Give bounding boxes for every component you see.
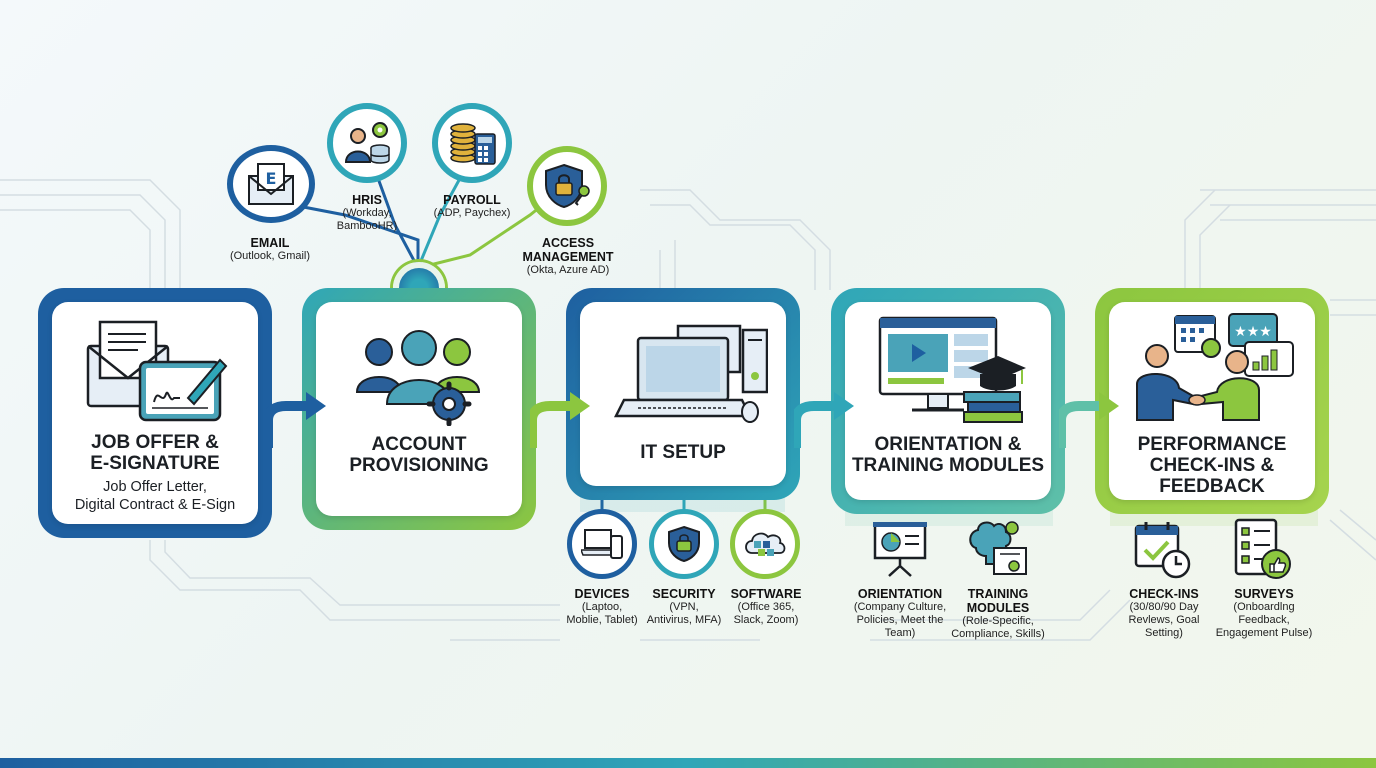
email-badge-letter: E bbox=[266, 169, 277, 188]
flow-arrow-3 bbox=[794, 392, 854, 448]
shield-lock-icon bbox=[668, 525, 700, 563]
devices-icon bbox=[581, 529, 623, 559]
security-bubble bbox=[649, 509, 719, 579]
payroll-bubble bbox=[432, 103, 512, 183]
training-modules-label: TRAINING MODULES(Role-Specific, Complian… bbox=[951, 587, 1045, 640]
envelope-icon: E bbox=[248, 163, 294, 205]
cloud-apps-icon bbox=[745, 532, 786, 556]
it-label-software: SOFTWARE(Office 365, Slack, Zoom) bbox=[730, 587, 802, 626]
coins-calculator-icon bbox=[450, 123, 496, 165]
monitor-video-graduation-icon bbox=[878, 316, 1026, 423]
check-ins-label: CHECK-INS(30/80/90 Day Revlews, Goal Set… bbox=[1128, 587, 1200, 639]
provisioning-label-access: ACCESS MANAGEMENT(Okta, Azure AD) bbox=[522, 236, 614, 276]
provisioning-label-hris: HRIS(Workday, BambooHR) bbox=[336, 193, 398, 232]
shield-lock-key-icon bbox=[545, 163, 590, 209]
hris-bubble bbox=[327, 103, 407, 183]
stage-title: PERFORMANCE CHECK-INS & FEEDBACK bbox=[1137, 434, 1287, 497]
stage-subtitle: Job Offer Letter, Digital Contract & E-S… bbox=[74, 479, 236, 513]
envelope-tablet-signature-icon bbox=[86, 320, 228, 422]
svg-text:★★★: ★★★ bbox=[1234, 324, 1272, 340]
stage-title: ACCOUNT PROVISIONING bbox=[349, 434, 489, 476]
surveys-label: SURVEYS(Onboardlng Feedback, Engagement … bbox=[1215, 587, 1313, 639]
computer-setup-icon bbox=[613, 324, 768, 423]
access-management-bubble bbox=[527, 146, 607, 226]
orientation-label: ORIENTATION(Company Culture, Policies, M… bbox=[853, 587, 947, 639]
provisioning-label-email: EMAIL(Outlook, Gmail) bbox=[229, 236, 311, 262]
it-label-devices: DEVICES(Laptoo, Moblie, Tablet) bbox=[566, 587, 638, 626]
handshake-feedback-icon: ★★★ bbox=[1136, 313, 1294, 421]
person-gear-database-icon bbox=[344, 122, 390, 164]
devices-bubble bbox=[567, 509, 637, 579]
provisioning-label-payroll: PAYROLL(ADP, Paychex) bbox=[433, 193, 511, 219]
stage-title: IT SETUP bbox=[640, 442, 726, 463]
stage-card-performance: ★★★ PERFORMANCE CHECK-INS & FEEDBACK bbox=[1095, 288, 1329, 514]
stage-card-account-provisioning: ACCOUNT PROVISIONING bbox=[302, 288, 536, 530]
email-bubble: E bbox=[227, 145, 315, 223]
calendar-clock-icon bbox=[1134, 522, 1191, 579]
people-gear-icon bbox=[355, 330, 481, 426]
stage-card-it-setup: IT SETUP bbox=[566, 288, 800, 500]
software-bubble bbox=[730, 509, 800, 579]
flow-arrow-2 bbox=[530, 392, 590, 448]
brain-certificate-icon bbox=[969, 521, 1027, 575]
flow-arrow-1 bbox=[266, 392, 326, 448]
stage-card-job-offer: JOB OFFER & E-SIGNATURE Job Offer Letter… bbox=[38, 288, 272, 538]
flow-arrow-4 bbox=[1059, 392, 1119, 448]
presentation-board-icon bbox=[873, 522, 927, 577]
stage-title: JOB OFFER & E-SIGNATURE bbox=[90, 432, 220, 474]
it-label-security: SECURITY(VPN, Antivirus, MFA) bbox=[646, 587, 722, 626]
stage-card-orientation: ORIENTATION & TRAINING MODULES bbox=[831, 288, 1065, 514]
bottom-gradient-bar bbox=[0, 758, 1376, 768]
checklist-thumbsup-icon bbox=[1234, 518, 1291, 579]
stage-title: ORIENTATION & TRAINING MODULES bbox=[851, 434, 1045, 476]
